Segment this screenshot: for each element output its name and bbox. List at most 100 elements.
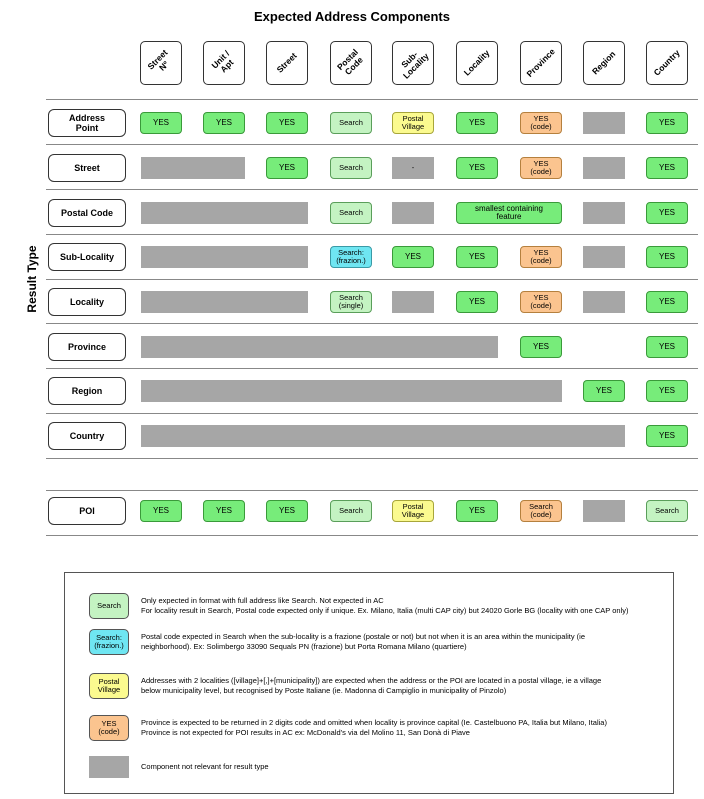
column-header-label: Country — [651, 47, 682, 78]
cell-poi-unit-apt: YES — [203, 500, 245, 522]
cell-locality-postal-code: Search(single) — [330, 291, 372, 313]
row-header-country: Country — [48, 422, 126, 450]
legend-swatch-frazioni: Search:(frazion.) — [89, 629, 129, 655]
legend-swatch-code: YES(code) — [89, 715, 129, 741]
column-header-label: Street — [274, 50, 299, 75]
cell-street-street-n — [141, 157, 245, 179]
cell-sub-locality-province: YES(code) — [520, 246, 562, 268]
column-header-street: Street — [266, 41, 308, 85]
cell-address-point-region — [583, 112, 625, 134]
cell-locality-street-n — [141, 291, 308, 313]
cell-street-region — [583, 157, 625, 179]
legend-text-na: Component not relevant for result type — [141, 762, 269, 771]
row-header-locality: Locality — [48, 288, 126, 316]
legend-text-postal: Addresses with 2 localities ([village]+[… — [141, 676, 602, 695]
cell-address-point-street: YES — [266, 112, 308, 134]
row-divider — [46, 279, 698, 280]
legend-swatch-search: Search — [89, 593, 129, 619]
row-header-province: Province — [48, 333, 126, 361]
cell-region-street-n — [141, 380, 562, 402]
row-header-sub-locality: Sub-Locality — [48, 243, 126, 271]
cell-address-point-country: YES — [646, 112, 688, 134]
row-divider — [46, 99, 698, 100]
legend-text-search: Only expected in format with full addres… — [141, 596, 629, 615]
cell-province-street-n — [141, 336, 498, 358]
cell-locality-country: YES — [646, 291, 688, 313]
cell-poi-postal-code: Search — [330, 500, 372, 522]
cell-poi-street: YES — [266, 500, 308, 522]
row-header-street: Street — [48, 154, 126, 182]
column-header-label: Region — [589, 48, 618, 77]
row-divider — [46, 144, 698, 145]
cell-region-country: YES — [646, 380, 688, 402]
cell-street-province: YES(code) — [520, 157, 562, 179]
cell-address-point-province: YES(code) — [520, 112, 562, 134]
diagram-title: Expected Address Components — [253, 9, 450, 24]
cell-street-country: YES — [646, 157, 688, 179]
legend-box: Search Only expected in format with full … — [64, 572, 674, 794]
row-divider — [46, 368, 698, 369]
column-header-unit-apt: Unit / Apt — [203, 41, 245, 85]
column-header-locality: Locality — [456, 41, 498, 85]
row-header-region: Region — [48, 377, 126, 405]
column-header-country: Country — [646, 41, 688, 85]
cell-postal-code-sub-locality — [392, 202, 434, 224]
column-header-region: Region — [583, 41, 625, 85]
column-header-postal-code: Postal Code — [330, 41, 372, 85]
cell-postal-code-region — [583, 202, 625, 224]
cell-poi-street-n: YES — [140, 500, 182, 522]
cell-province-country: YES — [646, 336, 688, 358]
cell-sub-locality-sub-locality: YES — [392, 246, 434, 268]
row-divider — [46, 535, 698, 536]
column-header-label: Street Nº — [145, 47, 171, 73]
cell-country-country: YES — [646, 425, 688, 447]
cell-locality-province: YES(code) — [520, 291, 562, 313]
column-header-province: Province — [520, 41, 562, 85]
cell-province-province: YES — [520, 336, 562, 358]
cell-sub-locality-street-n — [141, 246, 308, 268]
cell-locality-sub-locality — [392, 291, 434, 313]
column-header-sub-locality: Sub- Locality — [392, 41, 434, 85]
cell-locality-locality: YES — [456, 291, 498, 313]
row-divider — [46, 234, 698, 235]
cell-poi-region — [583, 500, 625, 522]
row-divider — [46, 458, 698, 459]
cell-sub-locality-country: YES — [646, 246, 688, 268]
cell-postal-code-country: YES — [646, 202, 688, 224]
cell-locality-region — [583, 291, 625, 313]
column-header-label: Locality — [461, 47, 492, 78]
legend-text-code: Province is expected to be returned in 2… — [141, 718, 607, 737]
column-header-label: Unit / Apt — [209, 48, 236, 75]
cell-sub-locality-postal-code: Search:(frazion.) — [330, 246, 372, 268]
cell-region-region: YES — [583, 380, 625, 402]
cell-street-sub-locality: - — [392, 157, 434, 179]
cell-country-street-n — [141, 425, 625, 447]
column-header-label: Sub- Locality — [399, 49, 431, 81]
cell-sub-locality-region — [583, 246, 625, 268]
cell-poi-locality: YES — [456, 500, 498, 522]
cell-street-street: YES — [266, 157, 308, 179]
column-header-label: Province — [524, 46, 557, 79]
row-header-poi: POI — [48, 497, 126, 525]
row-divider — [46, 490, 698, 491]
row-divider — [46, 189, 698, 190]
cell-street-postal-code: Search — [330, 157, 372, 179]
cell-sub-locality-locality: YES — [456, 246, 498, 268]
cell-postal-code-postal-code: Search — [330, 202, 372, 224]
legend-text-frazioni: Postal code expected in Search when the … — [141, 632, 585, 651]
cell-poi-country: Search — [646, 500, 688, 522]
cell-address-point-locality: YES — [456, 112, 498, 134]
cell-address-point-street-n: YES — [140, 112, 182, 134]
cell-address-point-postal-code: Search — [330, 112, 372, 134]
cell-street-locality: YES — [456, 157, 498, 179]
cell-postal-code-street-n — [141, 202, 308, 224]
column-header-street-n: Street Nº — [140, 41, 182, 85]
column-header-label: Postal Code — [334, 46, 365, 77]
row-divider — [46, 323, 698, 324]
row-divider — [46, 413, 698, 414]
